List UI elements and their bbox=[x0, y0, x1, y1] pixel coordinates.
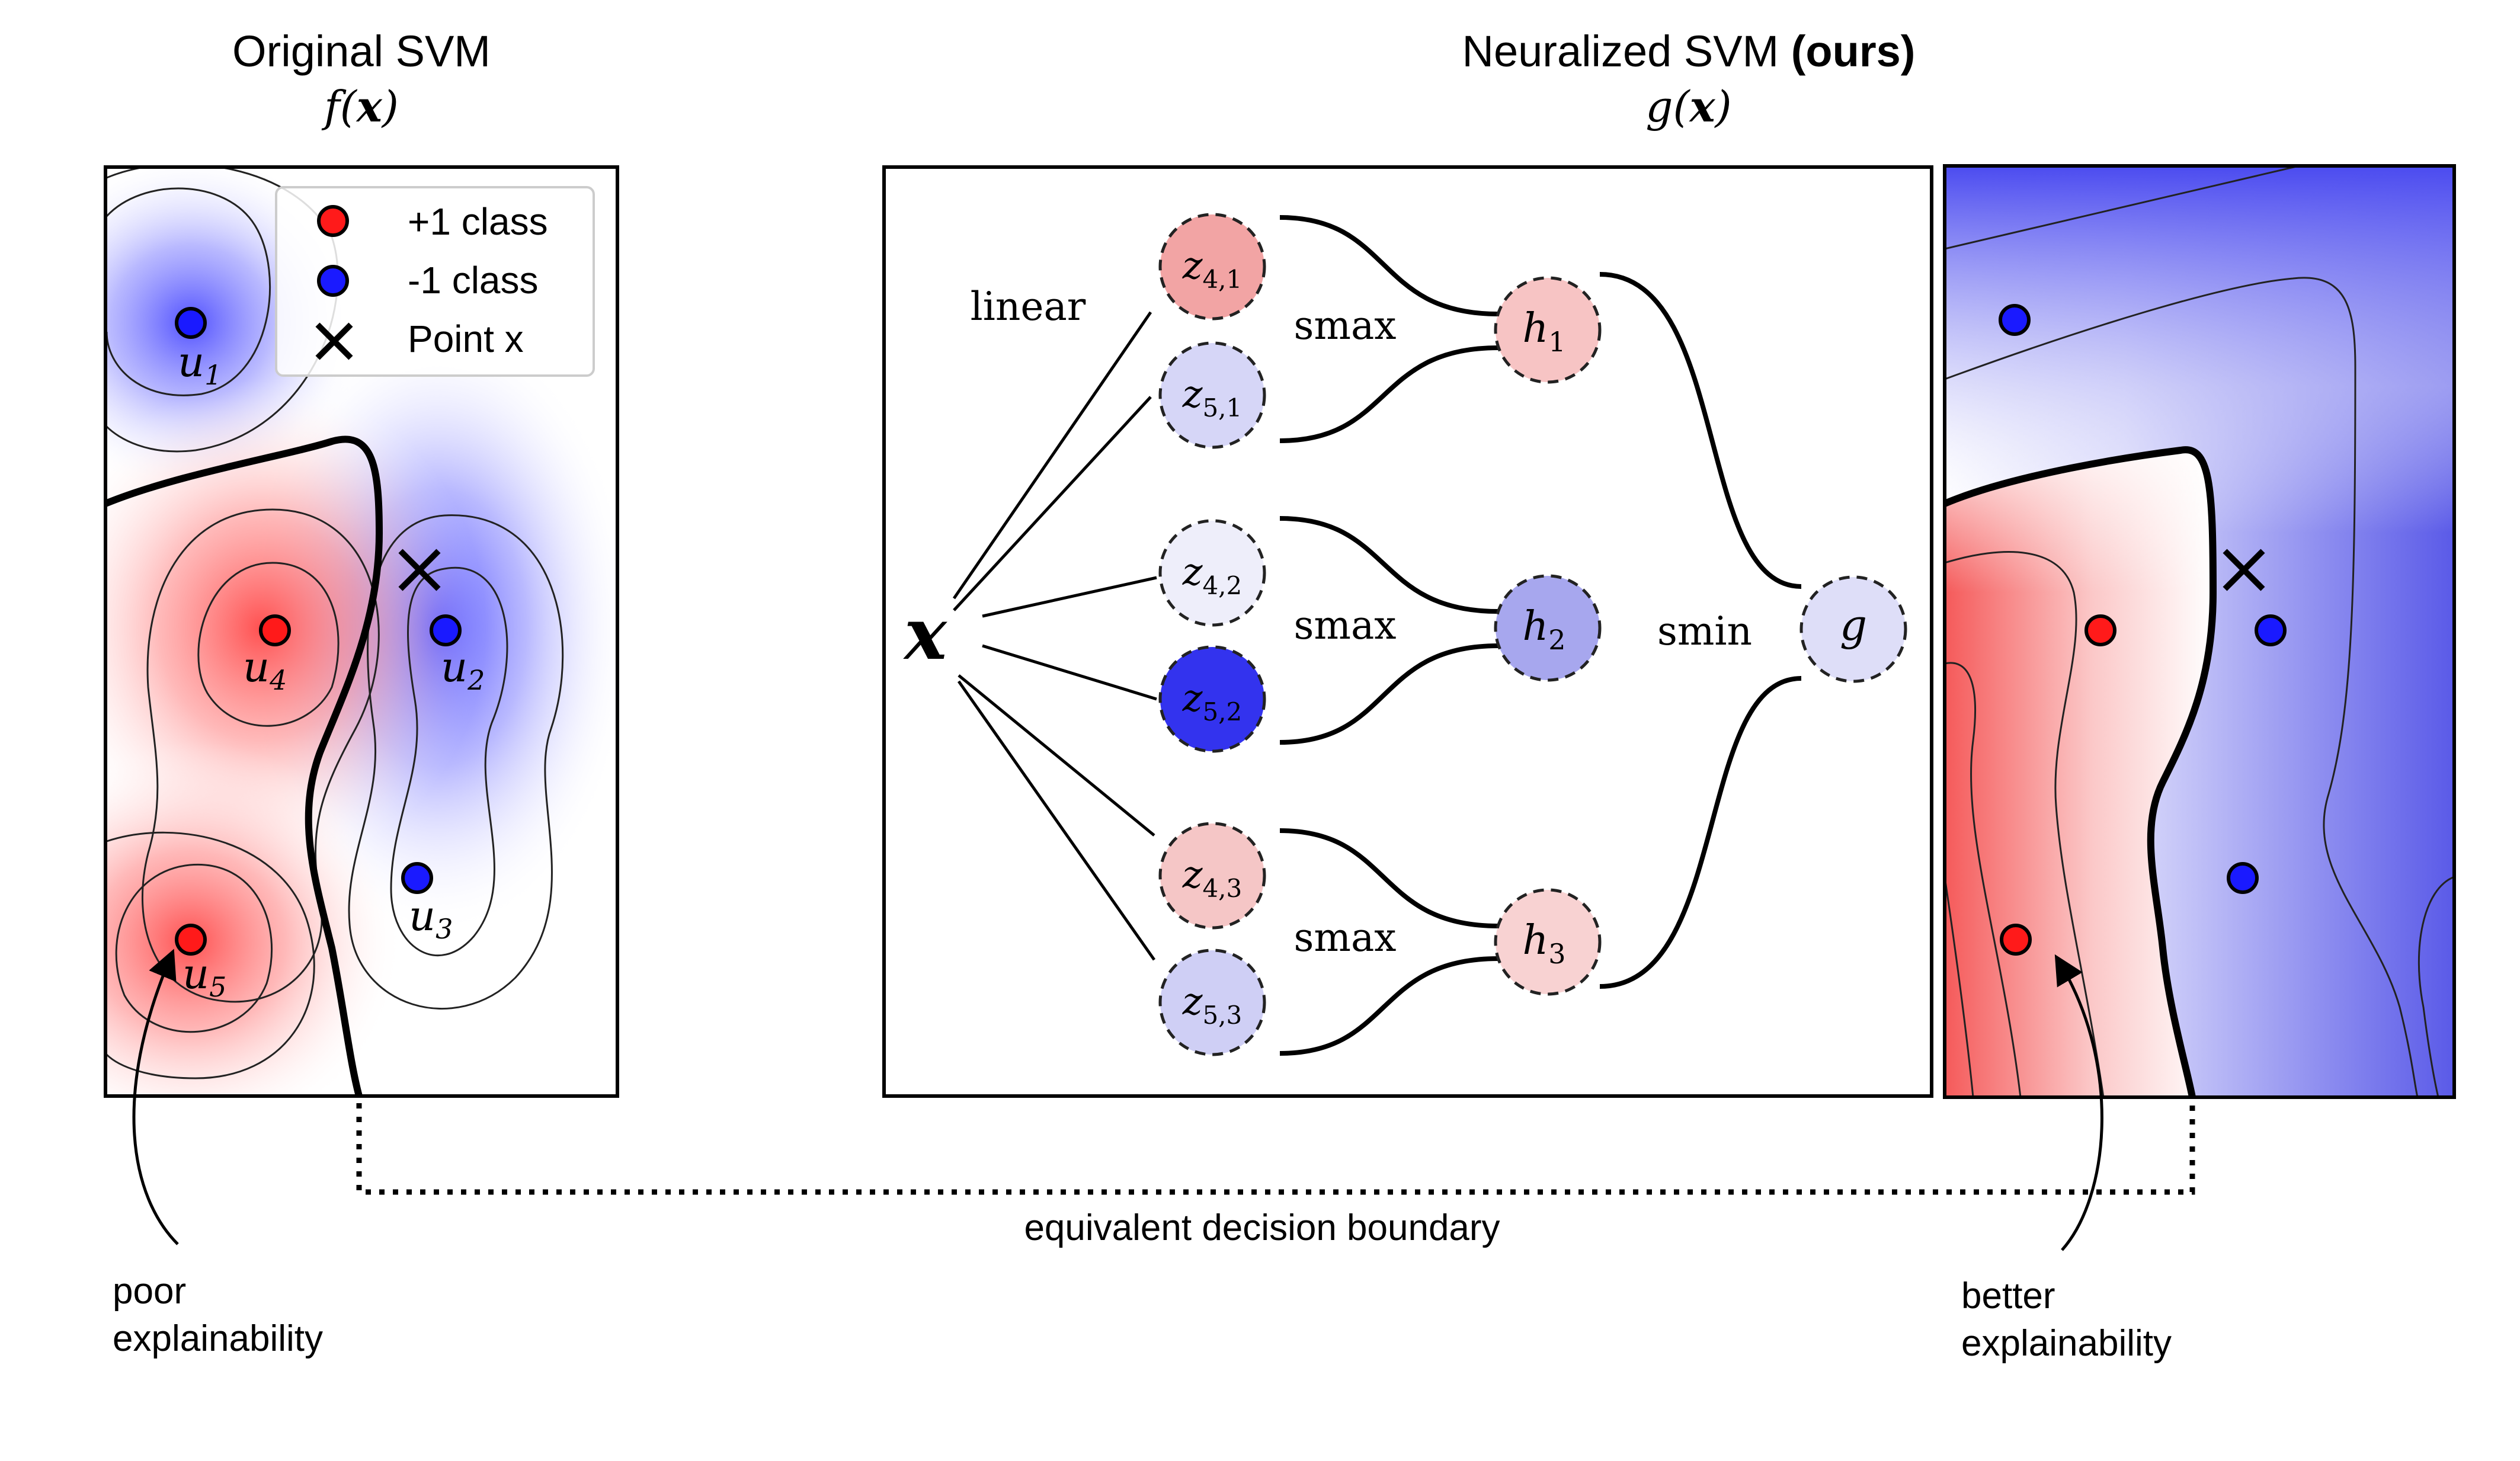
node-h2: h2 bbox=[1494, 574, 1602, 682]
legend-negative-marker bbox=[317, 265, 349, 297]
right-point-u1 bbox=[1999, 304, 2031, 336]
point-u2 bbox=[430, 614, 462, 646]
legend-point-marker bbox=[315, 322, 353, 360]
right-contour-3 bbox=[2417, 876, 2454, 1097]
right-function-label: g(x) bbox=[1645, 81, 1731, 132]
right-title-bold: (ours) bbox=[1791, 27, 1916, 76]
input-wires bbox=[952, 311, 1157, 961]
smax-label-3: smax bbox=[1293, 915, 1396, 960]
left-decision-boundary bbox=[105, 435, 383, 1096]
smax-label-1: smax bbox=[1293, 303, 1396, 348]
node-h1-sub: 1 bbox=[1548, 326, 1565, 358]
left-plot-area: +1 class -1 class Point x bbox=[105, 167, 617, 1096]
node-h3-sub: 3 bbox=[1548, 938, 1565, 970]
point-u1 bbox=[175, 307, 207, 339]
right-red-fade bbox=[1945, 450, 2213, 592]
contour-u5 bbox=[115, 863, 273, 1033]
node-z53-sub: 5,3 bbox=[1202, 1001, 1242, 1030]
svg-text:h1: h1 bbox=[1522, 305, 1565, 358]
right-point-x-marker bbox=[2223, 549, 2265, 591]
contour-u4-inner bbox=[197, 562, 340, 727]
explainability-label-right: explainability bbox=[1961, 1323, 2172, 1364]
right-contour-1 bbox=[1945, 166, 2300, 250]
right-contour-6 bbox=[1945, 876, 1974, 1097]
node-h1: h1 bbox=[1494, 276, 1602, 384]
legend-negative-label: -1 class bbox=[408, 259, 539, 302]
better-explainability-arrow bbox=[2054, 954, 2103, 1251]
left-panel-title: Original SVM bbox=[232, 27, 491, 76]
node-z51: z5,1 bbox=[1158, 341, 1266, 449]
right-point-u2 bbox=[2255, 614, 2287, 646]
node-z42-sub: 4,2 bbox=[1202, 571, 1242, 600]
right-contour-5 bbox=[1945, 662, 2022, 1097]
legend-positive-marker bbox=[317, 205, 349, 237]
node-z43: z4,3 bbox=[1158, 822, 1266, 930]
contour-u4-outer bbox=[141, 508, 380, 1003]
right-point-u4 bbox=[2084, 614, 2116, 646]
right-contour-2 bbox=[1945, 277, 2419, 1097]
node-z41: z4,1 bbox=[1158, 213, 1266, 321]
svg-text:h3: h3 bbox=[1522, 917, 1565, 970]
smin-connectors bbox=[1599, 272, 1802, 989]
node-z52: z5,2 bbox=[1158, 645, 1266, 753]
point-u3 bbox=[401, 862, 433, 894]
contour-u2-outer bbox=[348, 514, 564, 1010]
point-u4 bbox=[259, 614, 291, 646]
legend-point-label: Point x bbox=[408, 318, 524, 360]
right-panel-title: Neuralized SVM (ours) bbox=[1462, 27, 1916, 76]
right-plot-frame bbox=[1943, 164, 2456, 1099]
label-u5: u5 bbox=[182, 950, 226, 1003]
node-z41-sub: 4,1 bbox=[1202, 265, 1242, 294]
better-label: better bbox=[1961, 1276, 2055, 1316]
node-h3: h3 bbox=[1494, 888, 1602, 996]
smax-label-2: smax bbox=[1293, 603, 1396, 648]
equivalent-boundary-link bbox=[356, 1103, 2195, 1195]
node-z42: z4,2 bbox=[1158, 519, 1266, 627]
node-h2-sub: 2 bbox=[1548, 624, 1565, 656]
legend-positive-label: +1 class bbox=[408, 200, 548, 243]
poor-label: poor bbox=[113, 1271, 186, 1312]
right-decision-boundary bbox=[1945, 446, 2217, 1097]
explainability-label-left: explainability bbox=[113, 1318, 323, 1359]
left-function-label: f(x) bbox=[321, 81, 399, 132]
input-x: x bbox=[902, 592, 947, 676]
right-point-u5 bbox=[2000, 924, 2032, 956]
label-u1: u1 bbox=[178, 338, 222, 391]
node-g: g bbox=[1799, 575, 1907, 683]
equivalent-boundary-label: equivalent decision boundary bbox=[1024, 1207, 1500, 1248]
linear-label: linear bbox=[971, 284, 1086, 329]
node-z51-sub: 5,1 bbox=[1202, 393, 1242, 422]
node-z52-sub: 5,2 bbox=[1202, 697, 1242, 726]
smin-label: smin bbox=[1657, 608, 1752, 654]
point-u5 bbox=[175, 924, 207, 956]
node-z53: z5,3 bbox=[1158, 949, 1266, 1056]
u5-field bbox=[105, 741, 403, 1096]
poor-explainability-arrow bbox=[132, 949, 179, 1245]
node-g-label: g bbox=[1840, 600, 1867, 650]
contour-u2-inner bbox=[390, 566, 508, 956]
node-z43-sub: 4,3 bbox=[1202, 874, 1242, 903]
network-frame bbox=[882, 165, 1933, 1098]
left-plot-frame bbox=[104, 165, 619, 1098]
smax-connectors bbox=[1279, 215, 1498, 1056]
contour-u1 bbox=[105, 187, 271, 396]
right-title-main: Neuralized SVM bbox=[1462, 27, 1779, 76]
right-point-u3 bbox=[2227, 862, 2259, 894]
left-point-x-marker bbox=[398, 549, 441, 591]
contour-u5-outer bbox=[105, 831, 315, 1079]
legend: +1 class -1 class Point x bbox=[275, 186, 595, 377]
